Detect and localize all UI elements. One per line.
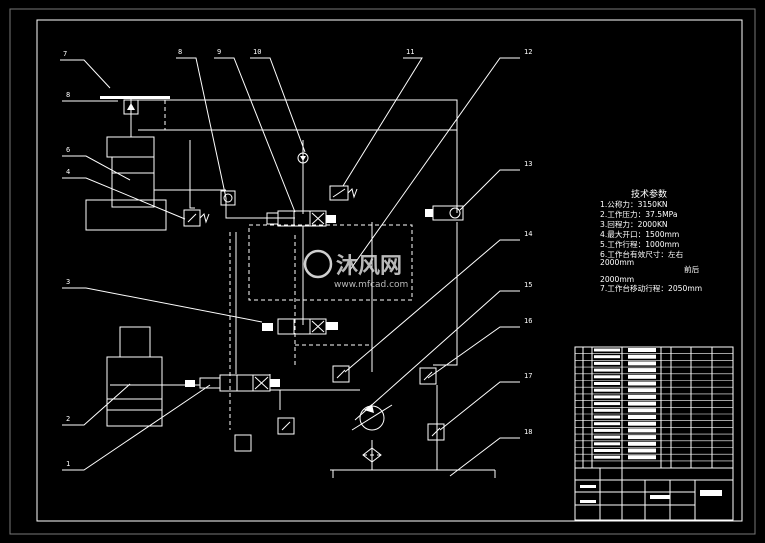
- part-label-11: 11: [406, 48, 414, 56]
- oil-tank-line: [332, 470, 496, 478]
- relief-valve-17: [427, 423, 445, 441]
- parts-list-cell-mark: [594, 382, 620, 385]
- parts-list-cell-mark: [628, 455, 656, 460]
- valve-11: [329, 185, 358, 201]
- parts-list-cell-mark: [628, 408, 656, 413]
- parts-list-cell-mark: [628, 448, 656, 453]
- part-label-12: 12: [524, 48, 532, 56]
- parts-list-cell-mark: [594, 348, 620, 352]
- parts-list-cell-mark: [628, 354, 656, 359]
- parts-list-cell-mark: [594, 442, 620, 446]
- part-label-13: 13: [524, 160, 532, 168]
- part-label-7: 7: [63, 50, 67, 58]
- relief-valve-14: [332, 365, 350, 383]
- parts-list-cell-mark: [594, 408, 620, 412]
- parts-list-cell-mark: [594, 388, 620, 392]
- spec-line-9: 7.工作台移动行程：2050mm: [600, 283, 702, 293]
- relief-valve-16: [419, 367, 437, 385]
- parts-list-cell-mark: [594, 368, 620, 372]
- return-cylinder: [106, 326, 163, 427]
- spec-line-4: 4.最大开口：1500mm: [600, 229, 679, 239]
- part-label-1: 1: [66, 460, 70, 468]
- parts-list-cell-mark: [628, 394, 656, 399]
- part-label-4: 4: [66, 168, 70, 176]
- parts-list-cell-mark: [594, 455, 620, 459]
- part-label-14: 14: [524, 230, 532, 238]
- parts-list-cell-mark: [628, 374, 656, 379]
- parts-list-cell-mark: [628, 361, 656, 366]
- part-label-2: 2: [66, 415, 70, 423]
- part-label-6: 6: [66, 146, 70, 154]
- part-label-8: 8: [66, 91, 70, 99]
- spec-line-7: 2000mm: [600, 258, 634, 267]
- parts-list-cell-mark: [594, 355, 620, 359]
- valve-13: [425, 205, 464, 221]
- spec-line-6: 6.工作台有效尺寸：左右: [600, 249, 684, 259]
- part-label-9: 9: [217, 48, 221, 56]
- directional-valve-lower: [185, 374, 280, 392]
- parts-list-cell-mark: [628, 381, 656, 386]
- leader-lines: [60, 57, 520, 477]
- parts-list-cell-mark: [594, 375, 620, 379]
- watermark-url: www.mfcad.com: [334, 280, 408, 290]
- parts-list-cell-mark: [594, 435, 620, 439]
- part-label-15: 15: [524, 281, 532, 289]
- check-valve-8: [220, 190, 236, 206]
- parts-list-cell-mark: [594, 402, 620, 406]
- parts-list-cell-mark: [628, 388, 656, 393]
- spec-line-1: 1.公称力：3150KN: [600, 199, 668, 209]
- title-block: [574, 467, 734, 521]
- directional-valve-upper: [266, 210, 336, 227]
- hydraulic-lines: [110, 99, 495, 471]
- parts-list-cell-mark: [628, 348, 656, 352]
- check-valve-10: [297, 152, 309, 164]
- watermark: 沐风网 www.mfcad.com: [303, 249, 408, 290]
- part-label-16: 16: [524, 317, 532, 325]
- hydraulic-pump: [351, 404, 393, 431]
- spec-line-2: 2.工作压力：37.5MPa: [600, 209, 678, 219]
- part-label-3: 3: [66, 278, 70, 286]
- parts-list-cell-mark: [594, 415, 620, 419]
- relief-valve-4: [183, 209, 210, 227]
- parts-list-cell-mark: [594, 395, 620, 399]
- spec-line-8: 2000mm: [600, 275, 634, 284]
- directional-valve-middle: [262, 318, 338, 335]
- spec-line-3: 3.回程力：2000KN: [600, 219, 668, 229]
- part-label-10: 10: [253, 48, 261, 56]
- technical-parameters: 技术参数 1.公称力：3150KN 2.工作压力：37.5MPa 3.回程力：2…: [600, 188, 702, 293]
- inner-drawing-frame: [36, 19, 743, 522]
- outer-sheet-border: [9, 8, 756, 535]
- part-label-18: 18: [524, 428, 532, 436]
- parts-list-cell-mark: [628, 415, 656, 419]
- part-label-17: 17: [524, 372, 532, 380]
- watermark-logo-text: 沐风网: [336, 254, 402, 279]
- main-press-cylinder: [85, 96, 170, 231]
- parts-list-cell-mark: [628, 401, 656, 406]
- pilot-lines: [164, 100, 413, 430]
- spec-line-5: 5.工作行程：1000mm: [600, 239, 679, 249]
- parts-list-cell-mark: [628, 421, 656, 426]
- parts-list-cell-mark: [594, 361, 620, 365]
- parts-list-cell-mark: [628, 435, 656, 440]
- parts-list-cell-mark: [594, 449, 620, 452]
- oil-filter: [362, 447, 382, 463]
- parts-list-cell-mark: [628, 368, 656, 373]
- parts-list-cell-mark: [594, 428, 620, 432]
- parts-list-cell-mark: [594, 422, 620, 426]
- part-labels: 7 8 6 4 3 2 1 8 9 10 11 12 13 14 15 16 1…: [63, 48, 532, 468]
- relief-valve-lower-left: [234, 417, 295, 452]
- spec-title: 技术参数: [631, 188, 667, 200]
- parts-list-cell-mark: [628, 428, 656, 433]
- parts-list-cell-mark: [628, 441, 656, 446]
- spec-front-back: 前后: [684, 264, 700, 274]
- part-label-8b: 8: [178, 48, 182, 56]
